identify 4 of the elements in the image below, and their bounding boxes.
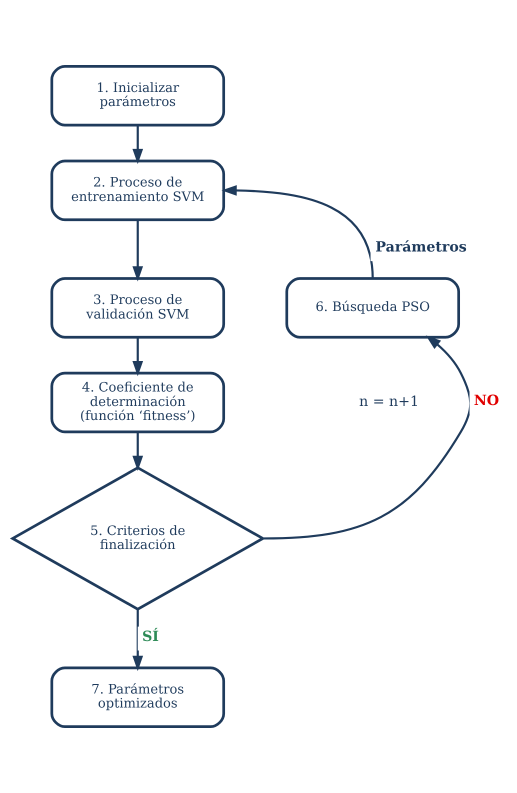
edge-label: SÍ: [142, 629, 159, 646]
label: n = n+1: [359, 394, 419, 410]
edge-label: Parámetros: [375, 240, 467, 256]
edge-label: NO: [474, 393, 500, 410]
